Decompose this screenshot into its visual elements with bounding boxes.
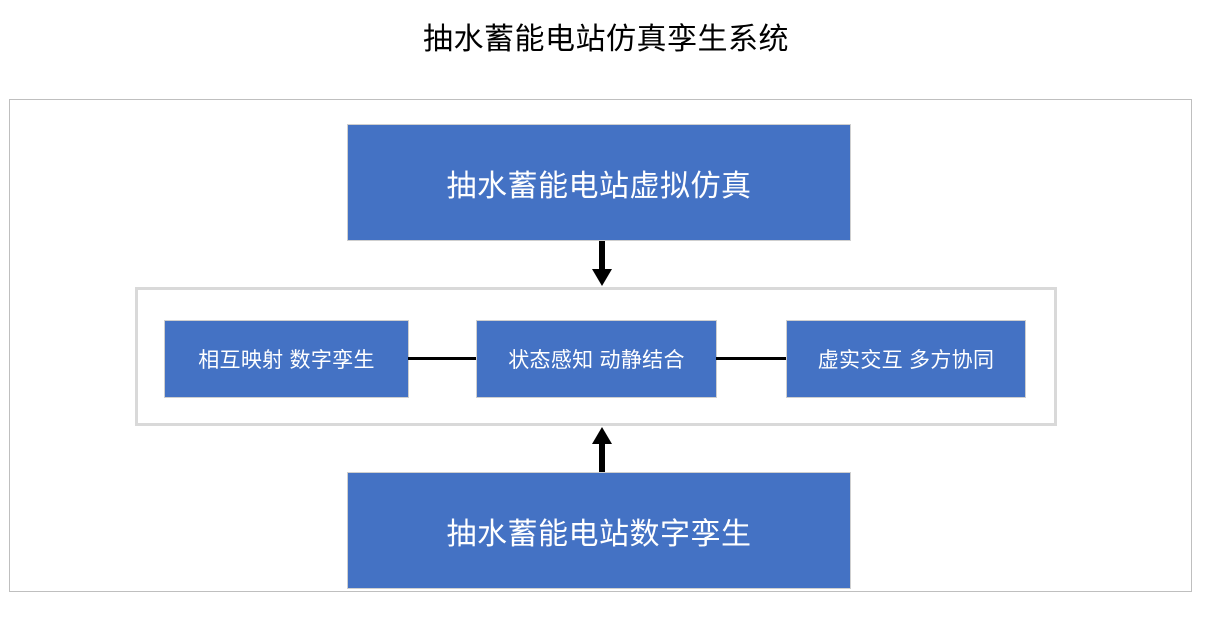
box-feature-mutual-mapping-label: 相互映射 数字孪生 [198,349,375,372]
arrow-up-icon [590,426,614,472]
connector-feature-1-to-2 [408,357,477,360]
box-digital-twin[interactable]: 抽水蓄能电站数字孪生 [347,472,851,589]
box-digital-twin-label: 抽水蓄能电站数字孪生 [446,517,752,551]
box-feature-virtual-real-interaction-label: 虚实交互 多方协同 [817,349,995,372]
connector-feature-2-to-3 [716,357,787,360]
box-feature-virtual-real-interaction[interactable]: 虚实交互 多方协同 [786,320,1026,398]
box-virtual-simulation[interactable]: 抽水蓄能电站虚拟仿真 [347,124,851,241]
page-title: 抽水蓄能电站仿真孪生系统 [423,23,789,56]
box-feature-mutual-mapping[interactable]: 相互映射 数字孪生 [164,320,409,398]
box-virtual-simulation-label: 抽水蓄能电站虚拟仿真 [446,169,752,203]
box-feature-state-awareness[interactable]: 状态感知 动静结合 [476,320,717,398]
box-feature-state-awareness-label: 状态感知 动静结合 [508,349,685,372]
arrow-down-icon [590,241,614,287]
